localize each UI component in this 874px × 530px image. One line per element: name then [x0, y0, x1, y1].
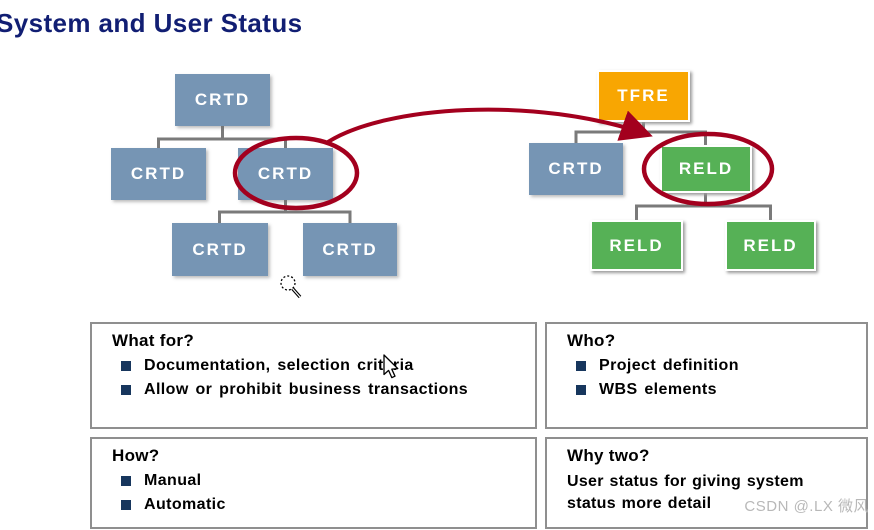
bullet-text: Manual [144, 472, 202, 489]
info-box-heading: What for? [112, 331, 195, 350]
square-bullet-icon [121, 385, 131, 395]
info-box-what-for: What for? Documentation, selection crite… [90, 322, 537, 429]
right-tree-lower-connector [635, 193, 772, 221]
bullet-item: WBS elements [576, 380, 856, 400]
watermark: CSDN @.LX 微风 [744, 498, 869, 515]
info-box-why-two: Why two? User status for giving system s… [545, 437, 868, 529]
left-tree-upper-connector [157, 126, 287, 149]
status-box-left-grandchild2: CRTD [303, 223, 397, 276]
page-title: System and User Status [0, 8, 303, 38]
bullet-item: Project definition [576, 356, 856, 376]
bullet-text: Allow or prohibit business transactions [144, 381, 469, 398]
bullet-text: WBS elements [599, 381, 717, 398]
square-bullet-icon [121, 476, 131, 486]
status-box-right-child2-circled: RELD [660, 145, 752, 193]
left-tree-lower-connector [218, 200, 352, 224]
info-box-heading: Why two? [567, 446, 650, 465]
bullet-item: Allow or prohibit business transactions [121, 380, 525, 400]
bullet-item: Manual [121, 471, 525, 491]
status-box-left-grandchild1: CRTD [172, 223, 268, 276]
status-box-right-grandchild1: RELD [590, 220, 683, 271]
info-box-how: How? Manual Automatic [90, 437, 537, 529]
bullet-text: Project definition [599, 357, 739, 374]
status-box-right-child1: CRTD [529, 143, 623, 195]
status-box-left-child1: CRTD [111, 148, 206, 200]
status-box-left-root: CRTD [175, 74, 270, 126]
status-box-right-grandchild2: RELD [725, 220, 816, 271]
bullet-item: Automatic [121, 495, 525, 515]
info-box-text: User status for giving system status mor… [567, 473, 804, 513]
square-bullet-icon [576, 385, 586, 395]
square-bullet-icon [576, 361, 586, 371]
bullet-text: Documentation, selection criteria [144, 357, 414, 374]
status-box-right-root: TFRE [597, 70, 690, 122]
info-box-heading: Who? [567, 331, 616, 350]
square-bullet-icon [121, 500, 131, 510]
zoom-cursor-icon [280, 275, 302, 299]
status-box-left-child2-circled: CRTD [238, 148, 333, 200]
info-box-heading: How? [112, 446, 160, 465]
square-bullet-icon [121, 361, 131, 371]
info-box-who: Who? Project definition WBS elements [545, 322, 868, 429]
bullet-text: Automatic [144, 496, 226, 513]
bullet-item: Documentation, selection criteria [121, 356, 525, 376]
